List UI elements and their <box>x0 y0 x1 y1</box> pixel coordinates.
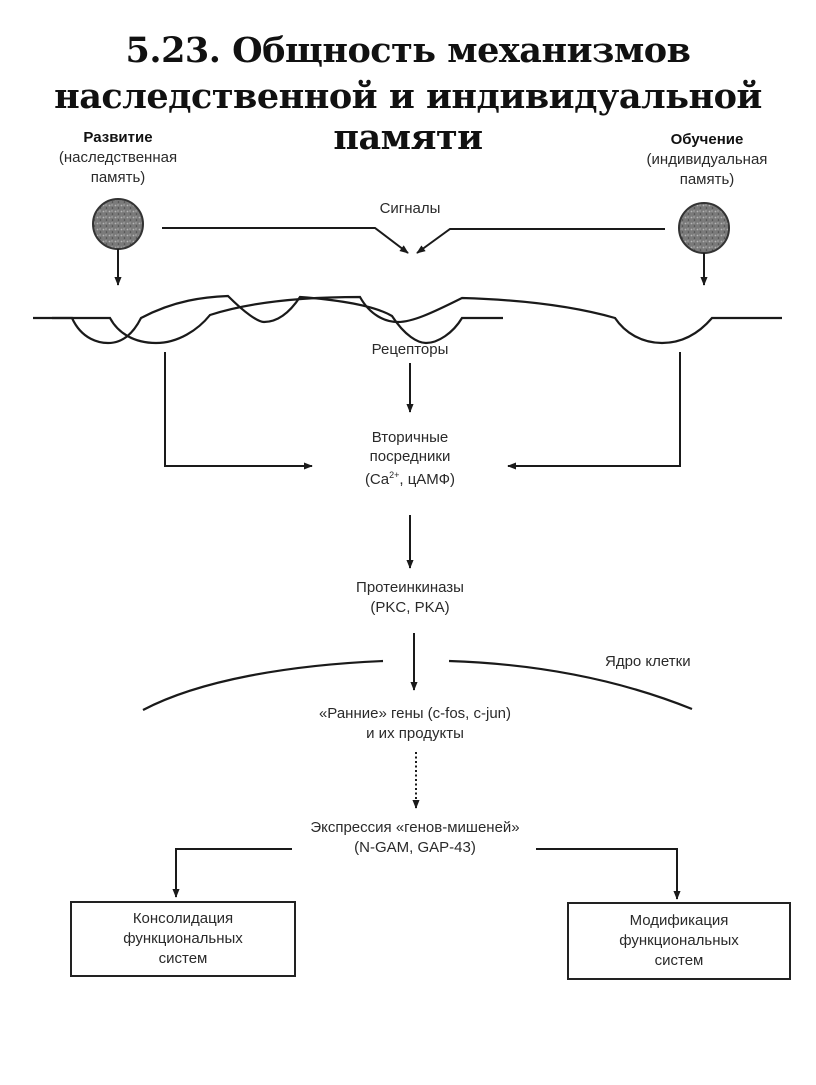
protein-kinases-node: Протеинкиназы (PKC, PKA) <box>300 578 520 618</box>
camp-text: , цАМФ) <box>399 471 456 488</box>
consolidation-line-3: систем <box>158 950 208 967</box>
early-genes-line-2: и их продукты <box>366 725 464 742</box>
development-source-circle <box>92 198 144 250</box>
nucleus-envelope-left <box>142 659 384 711</box>
learning-source-circle <box>678 202 730 254</box>
figure-title-line-2: наследственной и индивидуальной памяти <box>54 76 762 158</box>
protein-kinases-line-1: Протеинкиназы <box>356 579 464 596</box>
consolidation-line-2: функциональных <box>123 930 243 947</box>
early-genes-line-1: «Ранние» гены (c-fos, c-jun) <box>318 705 512 722</box>
consolidation-box: Консолидация функциональных систем <box>70 901 296 977</box>
cell-membrane <box>33 294 503 345</box>
modification-box: Модификация функциональных систем <box>567 902 791 980</box>
modification-arrow <box>536 848 681 900</box>
learning-subtitle-2: память) <box>679 171 735 188</box>
signal-arrow-right <box>416 228 665 254</box>
learning-label: Обучение (индивидуальная память) <box>612 130 802 190</box>
protein-kinases-line-2: (PKC, PKA) <box>370 599 450 616</box>
consolidation-arrow <box>172 848 292 898</box>
learning-subtitle-1: (индивидуальная <box>646 151 768 168</box>
second-messengers-line-1: Вторичные <box>371 429 449 446</box>
nucleus-envelope-right <box>448 659 693 711</box>
target-expression-line-1: Экспрессия «генов-мишеней» <box>310 819 520 836</box>
modification-line-3: систем <box>654 952 704 969</box>
receptors-label: Рецепторы <box>371 341 449 358</box>
modification-line-2: функциональных <box>619 932 739 949</box>
modification-line-1: Модификация <box>629 912 729 929</box>
development-subtitle-2: память) <box>90 169 146 186</box>
early-genes-node: «Ранние» гены (c-fos, c-jun) и их продук… <box>270 704 560 744</box>
right-bypass-arrow <box>507 352 681 470</box>
calcium-charge: 2+ <box>389 470 400 480</box>
signal-arrow-left <box>162 227 409 254</box>
membrane-line <box>52 295 782 345</box>
second-messengers-node: Вторичные посредники (Ca2+, цАМФ) <box>320 428 500 489</box>
signals-label: Сигналы <box>379 200 441 217</box>
figure-title-line-1: 5.23. Общность механизмов <box>125 30 691 71</box>
development-label: Развитие (наследственная память) <box>28 128 208 188</box>
calcium-text: (Ca <box>364 471 390 488</box>
target-expression-node: Экспрессия «генов-мишеней» (N-GAM, GAP-4… <box>260 818 570 858</box>
target-expression-line-2: (N-GAM, GAP-43) <box>354 839 476 856</box>
development-subtitle-1: (наследственная <box>58 149 178 166</box>
consolidation-line-1: Консолидация <box>132 910 234 927</box>
left-bypass-arrow <box>164 352 313 470</box>
learning-heading: Обучение <box>670 131 744 148</box>
second-messengers-line-2: посредники <box>369 448 451 465</box>
second-messengers-line-3: (Ca2+, цАМФ) <box>320 466 500 489</box>
nucleus-label: Ядро клетки <box>605 653 691 670</box>
development-heading: Развитие <box>83 129 153 146</box>
